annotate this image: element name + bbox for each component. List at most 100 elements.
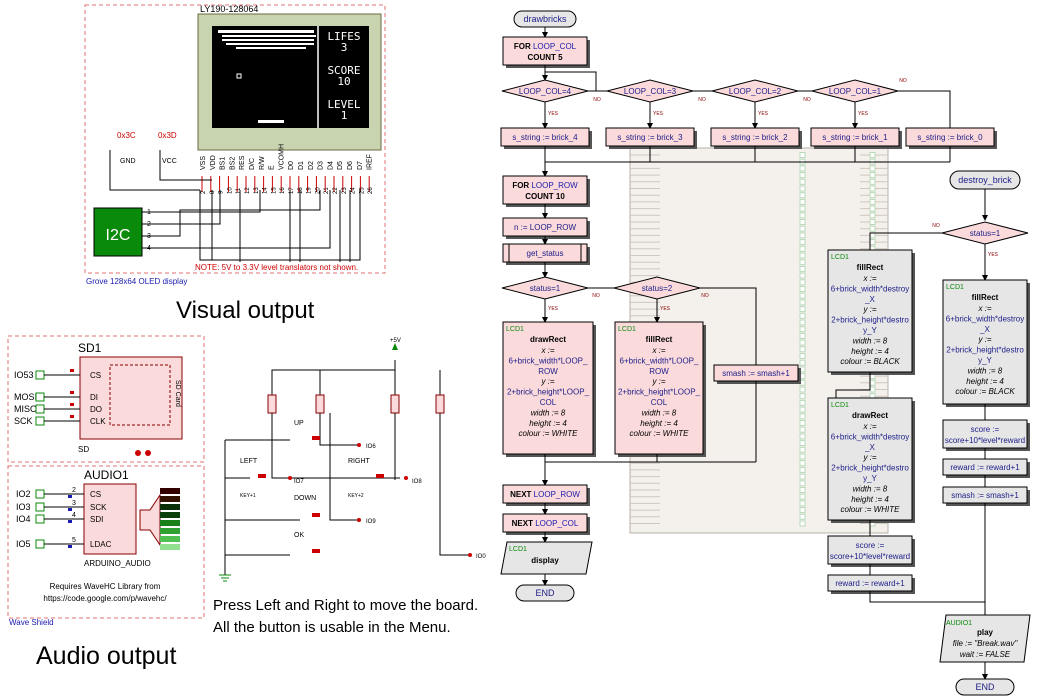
fillrect-destroy-1-line: y_Y [863,326,877,335]
audio-pin-number: 3 [72,500,76,507]
audio-caption: Wave Shield [9,618,54,627]
audio-output-heading: Audio output [36,642,177,670]
oled-pin-label: D4 [327,161,334,170]
brick-grid [218,30,316,49]
mcu-pin-terminal [799,487,806,493]
mcu-pin-terminal [869,205,876,212]
get-status-label: get_status [527,249,564,258]
audio-pin-name: SCK [90,503,107,512]
sd-pin-name: CLK [90,417,106,426]
mcu-pin-terminal [799,265,806,272]
drawrect-row-line: height := 4 [529,419,567,428]
n-assign-label: n := LOOP_ROW [514,223,576,232]
mcu-pin-terminal [799,500,806,507]
mcu-pin-terminal [799,406,806,413]
score-value: 10 [337,75,350,88]
sd-pin-name: DO [90,405,102,414]
paddle [258,120,284,123]
fillrect-row [614,321,704,455]
fillrect-row-line: 2+brick_height*LOOP_ [618,388,701,397]
audio-pin-number: 4 [72,512,76,519]
key2-label: KEY+2 [348,493,364,499]
mcu-pin-terminal [869,198,876,205]
mcu-pin-terminal [799,172,806,179]
oled-pin-label: VSS [200,156,207,170]
audio-pin-number: 5 [72,537,76,544]
audio-req-2: https://code.google.com/p/wavehc/ [43,594,167,603]
fillrect-row-line: x := [651,346,665,355]
sd-pin-marker [70,415,74,418]
gnd-label: GND [120,158,136,165]
mcu-pin-terminal [799,346,806,353]
mcu-pin-terminal [799,513,806,520]
fillrect-destroy-1-line: _X [864,295,875,304]
lifes-label: LIFES [327,30,360,43]
next-loop-row-label: NEXT LOOP_ROW [510,490,580,499]
flow-end-right-label: END [975,682,995,692]
visual-output-heading: Visual output [176,297,315,324]
yes-label: YES [988,252,999,258]
drawrect-destroy-1-line: 2+brick_height*destro [831,464,909,473]
audio-pin-marker [68,508,72,511]
drawrect-row-line: 6+brick_width*LOOP_ [509,356,588,365]
fillrect-destroy-2-line: colour := BLACK [955,387,1015,396]
sd-pin-net: SCK [14,416,33,426]
mcu-pin-terminal [799,520,806,527]
fillrect-destroy-1-line: colour := BLACK [840,357,900,366]
instructions-line-1: Press Left and Right to move the board. [213,597,479,614]
audio-pin-marker [68,495,72,498]
oled-pin-number: 12 [245,187,251,194]
drawrect-destroy-1-line: height := 4 [851,495,889,504]
fillrect-row-line: COL [651,398,668,407]
no-label: NO [592,293,600,299]
drawrect-row-line: x := [540,346,554,355]
drawrect-destroy-1-line: _X [864,443,875,452]
mcu-pin-terminal [869,379,876,386]
fillrect-destroy-2 [942,279,1028,405]
score-label: SCORE [327,64,360,77]
oled-pin-number: 22 [333,187,339,194]
audio-play-wait: wait := FALSE [960,650,1011,659]
audio-pin-marker [68,520,72,523]
flow-connector [869,591,985,603]
mcu-pin-terminal [799,446,806,453]
sd-pin-net: MISO [14,404,37,414]
fillrect-destroy-1-lcd: LCD1 [831,254,849,261]
i2c-module [93,207,143,257]
mcu-pin-terminal [869,232,876,239]
audio-pin-name: SDI [90,515,103,524]
button-circuit [224,360,470,575]
mcu-pin-terminal [869,152,876,158]
fillrect-destroy-1-line: width := 8 [853,336,888,345]
audio-frame [7,465,205,619]
drawrect-destroy-1-line: x := [862,422,876,431]
mcu-pin-terminal [869,178,876,185]
flow-connector [835,372,871,398]
yes-label: YES [548,111,559,117]
flow-start-label: drawbricks [523,14,567,24]
reward-2-label: reward := reward+1 [950,463,1020,472]
mcu-pin-terminal [799,272,806,279]
mcu-pin-terminal [799,326,806,333]
speaker-icon [139,493,161,547]
mcu-pin-terminal [799,239,806,246]
mcu-pin-terminal [799,232,806,239]
oled-caption: Grove 128x64 OLED display [86,277,187,286]
status-2-label: status=2 [642,284,673,293]
for-loop-col-label: FOR LOOP_COL [514,42,577,51]
cond-label-3: LOOP_COL=1 [829,87,882,96]
sd-pin-name: DI [90,393,98,402]
audio-pin-terminal [35,502,45,512]
audio-pin-terminal [35,489,45,499]
level-label: LEVEL [327,98,360,111]
fillrect-row-line: y := [651,377,665,386]
flow-connector [898,90,951,128]
oled-pin-number: 16 [280,187,286,194]
score-2-l1: score := [971,425,1000,434]
drawrect-row-line: ROW [538,367,558,376]
smash-2-label: smash := smash+1 [951,491,1019,500]
drawrect-destroy-1-line: y_Y [863,474,877,483]
assign-label-2: s_string := brick_2 [722,133,788,142]
mcu-pin-terminal [799,473,806,480]
